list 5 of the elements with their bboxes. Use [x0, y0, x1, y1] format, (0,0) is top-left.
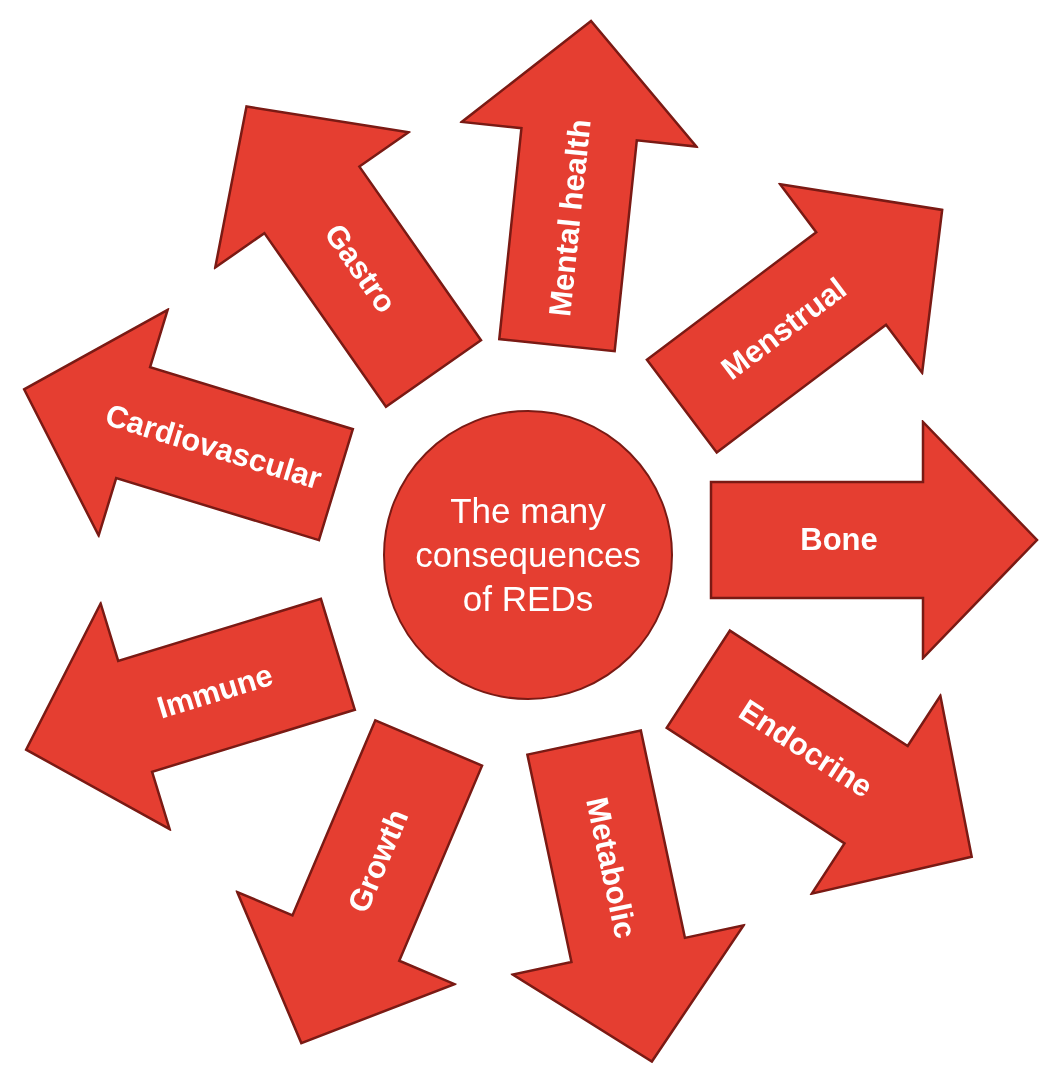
arrow-label: Bone	[800, 522, 878, 558]
arrow-label: Metabolic	[578, 794, 644, 942]
arrow-label: Immune	[153, 657, 278, 727]
arrow-label: Mental health	[542, 117, 599, 319]
center-title: The many consequences of REDs	[414, 490, 642, 620]
